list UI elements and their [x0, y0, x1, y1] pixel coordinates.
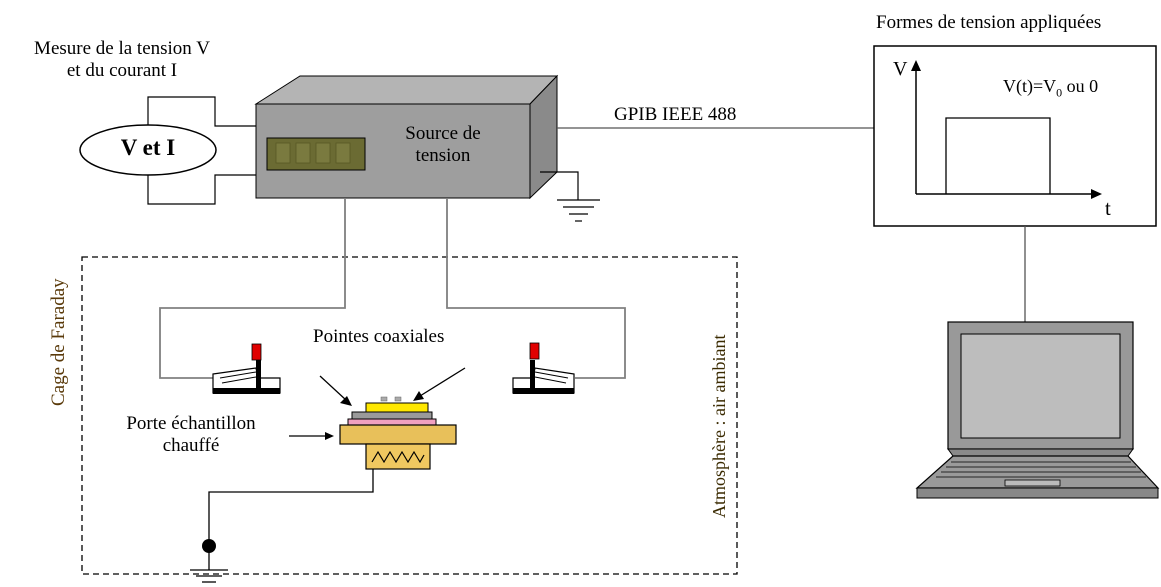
meter-label: V et I — [120, 135, 176, 160]
left-probe-tip — [251, 343, 262, 361]
heater-element — [365, 443, 431, 470]
atmosphere-label: Atmosphère : air ambiant — [709, 334, 729, 518]
ground-node — [202, 539, 216, 553]
measure-label-line1: Mesure de la tension V — [34, 38, 210, 59]
source-ground-symbol — [540, 171, 600, 222]
heater-zigzag — [371, 450, 425, 464]
meter-wiring — [147, 96, 256, 205]
laptop-touchpad — [1004, 479, 1061, 487]
laptop-hinge — [947, 448, 1134, 457]
voltmeter-ammeter — [79, 124, 217, 176]
faraday-cage-outline — [81, 256, 738, 575]
waveform-x-axis-label: t — [1105, 196, 1111, 220]
waveform-y-axis-label: V — [893, 58, 908, 80]
laptop-computer — [915, 321, 1160, 499]
voltage-source — [254, 74, 559, 200]
right-probe-station — [512, 342, 575, 394]
waveform-title: Formes de tension appliquées — [876, 12, 1102, 33]
cage-ground — [190, 469, 374, 583]
laptop-front-edge — [916, 487, 1159, 499]
measure-label: Mesure de la tension V et du courant I — [4, 38, 240, 82]
formula-subscript: 0 — [1056, 85, 1063, 100]
cage-label: Cage de Faraday — [48, 278, 69, 406]
holder-pointer-arrow — [289, 432, 334, 440]
sample-film — [365, 402, 429, 413]
holder-label-line2: chauffé — [162, 434, 220, 456]
waveform-formula: V(t)=V0 ou 0 — [1003, 76, 1098, 100]
probe-arrows — [319, 367, 466, 406]
left-probe-station — [212, 343, 281, 394]
heated-sample-holder — [339, 424, 457, 470]
measure-label-line2: et du courant I — [66, 59, 178, 81]
voltage-source-top — [254, 75, 559, 105]
formula-suffix: ou 0 — [1062, 76, 1099, 96]
sample-stack — [347, 396, 437, 426]
source-label-line1: Source de — [405, 123, 481, 144]
right-probe-tip — [529, 342, 540, 360]
laptop-screen — [960, 333, 1121, 439]
holder-label: Porte échantillon chauffé — [106, 413, 276, 457]
waveform-box — [873, 45, 1157, 227]
pulse-waveform — [945, 117, 1051, 194]
probes-label: Pointes coaxiales — [313, 326, 445, 347]
formula-prefix: V(t)=V — [1003, 76, 1057, 96]
sample-layer-pink — [347, 418, 437, 426]
gpib-label: GPIB IEEE 488 — [614, 104, 737, 125]
source-label-line2: tension — [415, 144, 471, 166]
sample-substrate — [351, 411, 433, 420]
probe-wiring — [159, 198, 626, 379]
display-screen — [266, 137, 366, 171]
source-label: Source de tension — [388, 123, 498, 167]
sample-contacts — [380, 396, 388, 402]
holder-label-line1: Porte échantillon — [126, 413, 256, 434]
